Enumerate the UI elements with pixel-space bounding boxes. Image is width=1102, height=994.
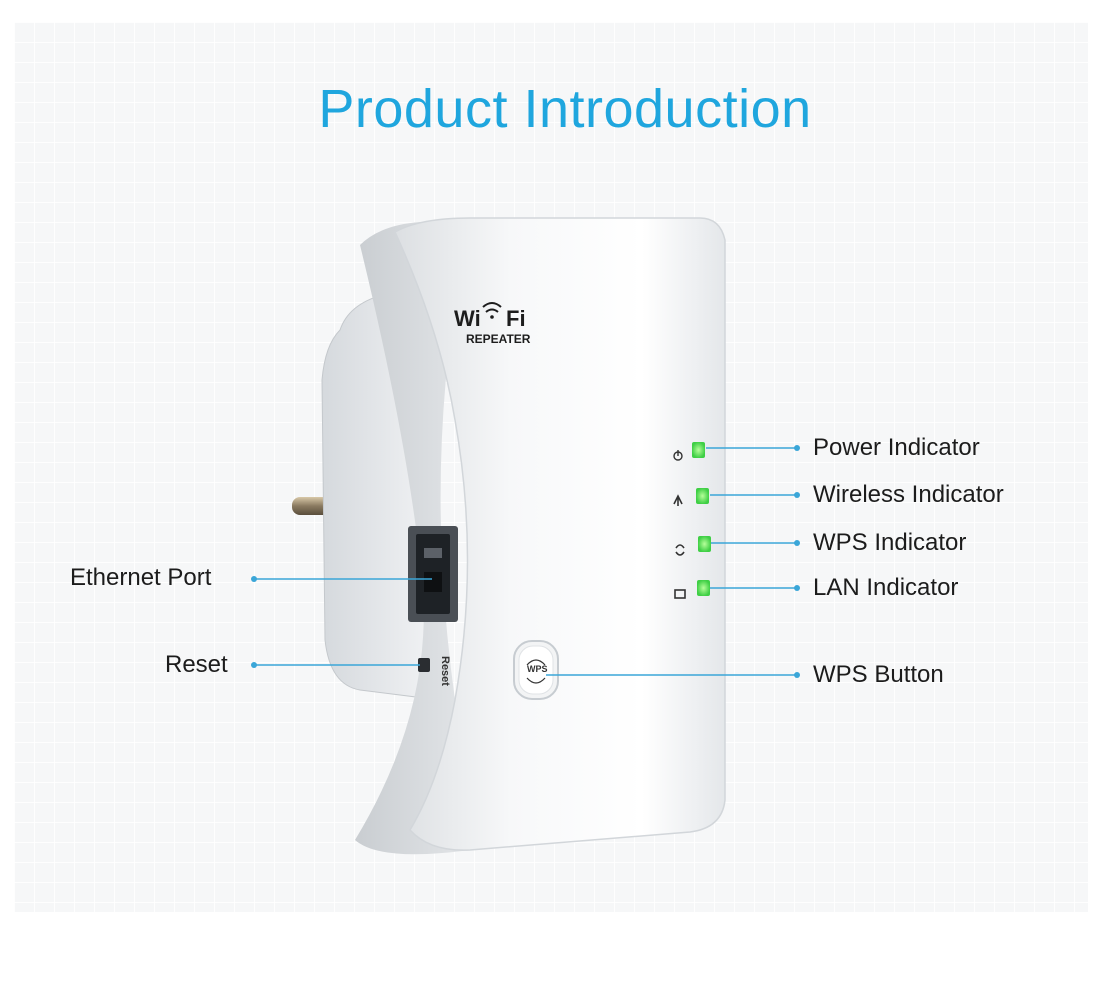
label-power-indicator: Power Indicator [813, 434, 980, 461]
page-title: Product Introduction [318, 79, 812, 139]
label-wps-button: WPS Button [813, 661, 944, 688]
svg-text:REPEATER: REPEATER [466, 332, 531, 346]
wireless-led [673, 488, 709, 506]
svg-text:WPS: WPS [527, 664, 548, 674]
wps-button: WPS [513, 640, 559, 700]
body-face [394, 217, 726, 851]
label-ethernet-port: Ethernet Port [70, 564, 212, 591]
label-lan-indicator: LAN Indicator [813, 574, 959, 601]
reset-text: Reset [439, 656, 451, 686]
ethernet-port [408, 526, 458, 622]
svg-text:Wi: Wi [454, 306, 481, 331]
wps-arrows-icon [675, 544, 685, 556]
label-wps-indicator: WPS Indicator [813, 529, 967, 556]
power-led [673, 442, 705, 461]
lan-led [674, 580, 710, 599]
reset-hole [418, 658, 430, 672]
wifi-icon [482, 302, 502, 319]
antenna-icon [673, 494, 683, 506]
led-indicators [673, 442, 711, 599]
label-wireless-indicator: Wireless Indicator [813, 481, 1004, 508]
leader-lines [251, 445, 800, 678]
svg-text:Fi: Fi [506, 306, 526, 331]
label-reset: Reset [165, 651, 228, 678]
wifi-repeater-logo: Wi Fi REPEATER [454, 302, 531, 346]
lan-icon [674, 589, 686, 599]
wps-led [675, 536, 711, 556]
